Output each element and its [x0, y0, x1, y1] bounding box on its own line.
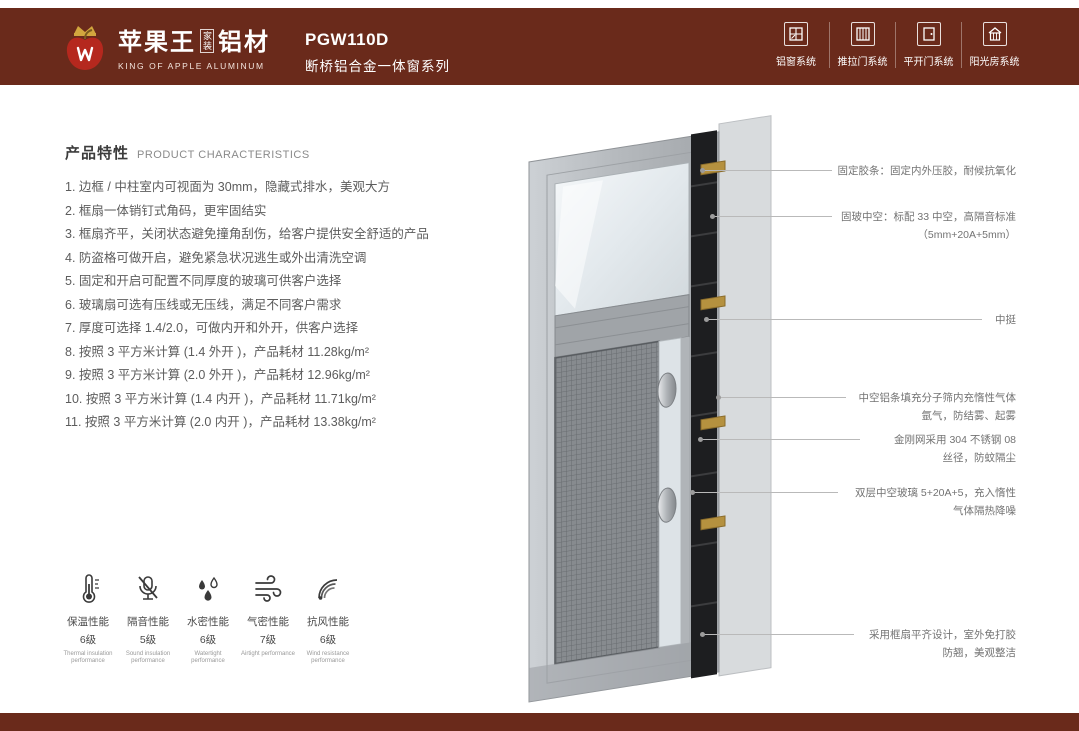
- window-handle-upper: [657, 372, 677, 408]
- perf-wind: 抗风性能 6级 Wind resistance performance: [298, 572, 358, 665]
- feature-item: 11. 按照 3 平方米计算 (2.0 内开 )，产品耗材 13.38kg/m²: [65, 415, 376, 429]
- feature-item: 2. 框扇一体销钉式角码，更牢固结实: [65, 203, 267, 218]
- brand-logo: 苹果王 家装 铝材 KING OF APPLE ALUMINUM: [62, 20, 270, 72]
- perf-sound: 隔音性能 5级 Sound insulation performance: [118, 572, 178, 665]
- system-nav: 铝窗系统 推拉门系统 平开门系统 阳光房系统: [763, 22, 1027, 68]
- profile-cross-section: [691, 130, 717, 679]
- glass-reflection: [555, 180, 603, 309]
- nav-item-sunroom-system[interactable]: 阳光房系统: [961, 22, 1027, 68]
- leader-line: [700, 632, 854, 637]
- brand-name: 苹果王: [118, 28, 196, 56]
- water-drops-icon: [191, 572, 225, 606]
- feature-item: 5. 固定和开启可配置不同厚度的玻璃可供客户选择: [65, 274, 342, 288]
- window-cross-section-illustration: [528, 115, 772, 703]
- sliding-door-system-icon: [850, 22, 875, 46]
- annotation-spacer-argon: 中空铝条填充分子筛内充惰性气体 氩气，防结雾、起雾: [858, 392, 1017, 422]
- sash-profile: [681, 336, 689, 644]
- nav-item-sliding-door-system[interactable]: 推拉门系统: [829, 22, 895, 68]
- apple-logo-icon: [66, 26, 104, 70]
- leader-line: [700, 168, 832, 173]
- annotation-mullion: 中挺: [995, 314, 1016, 326]
- annotation-security-mesh: 金刚网采用 304 不锈钢 08 丝径，防蚊隔尘: [894, 434, 1016, 464]
- window-handle-lower: [657, 487, 677, 523]
- lower-connector: [700, 515, 726, 531]
- product-model: PGW110D: [305, 30, 389, 49]
- brand-tag: 家装: [200, 28, 214, 53]
- feature-item: 4. 防盗格可做开启，避免紧急状况逃生或外出清洗空调: [65, 250, 367, 265]
- leader-line: [690, 490, 838, 495]
- feature-item: 10. 按照 3 平方米计算 (1.4 内开 )，产品耗材 11.71kg/m²: [65, 391, 376, 406]
- section-title: 产品特性 PRODUCT CHARACTERISTICS: [65, 142, 310, 163]
- nav-item-window-system[interactable]: 铝窗系统: [763, 22, 829, 68]
- thermometer-icon: [71, 572, 105, 606]
- feature-item: 7. 厚度可选择 1.4/2.0，可做内开和外开，供客户选择: [65, 321, 359, 335]
- feature-item: 3. 框扇齐平，关闭状态避免撞角刮伤，给客户提供安全舒适的产品: [65, 227, 429, 241]
- security-mesh-panel: [554, 340, 660, 665]
- annotation-double-glazing: 双层中空玻璃 5+20A+5，充入惰性 气体隔热降噪: [854, 487, 1016, 517]
- performance-ratings: 保温性能 6级 Thermal insulation performance 隔…: [58, 572, 358, 665]
- jamb-panel: [718, 115, 772, 677]
- wind-resistance-icon: [311, 572, 345, 606]
- feature-item: 8. 按照 3 平方米计算 (1.4 外开 )，产品耗材 11.28kg/m²: [65, 344, 369, 359]
- brand-name-en: KING OF APPLE ALUMINUM: [118, 60, 265, 71]
- mullion-connector: [700, 295, 726, 311]
- product-series: 断桥铝合金一体窗系列: [305, 59, 450, 74]
- casement-door-system-icon: [916, 22, 941, 46]
- feature-item: 1. 边框 / 中柱室内可视面为 30mm，隐藏式排水，美观大方: [65, 180, 391, 194]
- muted-microphone-icon: [131, 572, 165, 606]
- section-title-cn: 产品特性: [65, 145, 130, 162]
- nav-item-casement-door-system[interactable]: 平开门系统: [895, 22, 961, 68]
- perf-watertight: 水密性能 6级 Watertight performance: [178, 572, 238, 665]
- leader-line: [716, 395, 846, 400]
- nav-label: 阳光房系统: [969, 57, 1020, 68]
- leader-line: [704, 317, 982, 322]
- spacer-connector: [700, 415, 726, 431]
- section-title-en: PRODUCT CHARACTERISTICS: [137, 149, 310, 161]
- sunroom-system-icon: [982, 22, 1007, 46]
- annotation-insulated-glass: 固玻中空：标配 33 中空，高隔音标准 （5mm+20A+5mm）: [840, 211, 1016, 241]
- footer-bar: [0, 713, 1079, 731]
- window-system-icon: [784, 22, 808, 46]
- perf-thermal: 保温性能 6级 Thermal insulation performance: [58, 572, 118, 665]
- feature-list: 1. 边框 / 中柱室内可视面为 30mm，隐藏式排水，美观大方 2. 框扇一体…: [65, 176, 495, 435]
- nav-label: 铝窗系统: [776, 57, 816, 68]
- air-flow-icon: [251, 572, 285, 606]
- feature-item: 6. 玻璃扇可选有压线或无压线，满足不同客户需求: [65, 297, 342, 312]
- feature-item: 9. 按照 3 平方米计算 (2.0 外开 )，产品耗材 12.96kg/m²: [65, 368, 370, 382]
- leader-line: [710, 214, 832, 219]
- perf-airtight: 气密性能 7级 Airtight performance: [238, 572, 298, 665]
- leader-line: [698, 437, 860, 442]
- nav-label: 平开门系统: [903, 57, 954, 68]
- annotation-fixed-gasket: 固定胶条：固定内外压胶，耐候抗氧化: [837, 165, 1017, 177]
- header-bar: 苹果王 家装 铝材 KING OF APPLE ALUMINUM PGW110D…: [0, 8, 1079, 85]
- nav-label: 推拉门系统: [837, 57, 888, 68]
- annotation-flush-design: 采用框扇平齐设计，室外免打胶 防翘，美观整洁: [869, 629, 1016, 659]
- brand-suffix: 铝材: [218, 28, 270, 56]
